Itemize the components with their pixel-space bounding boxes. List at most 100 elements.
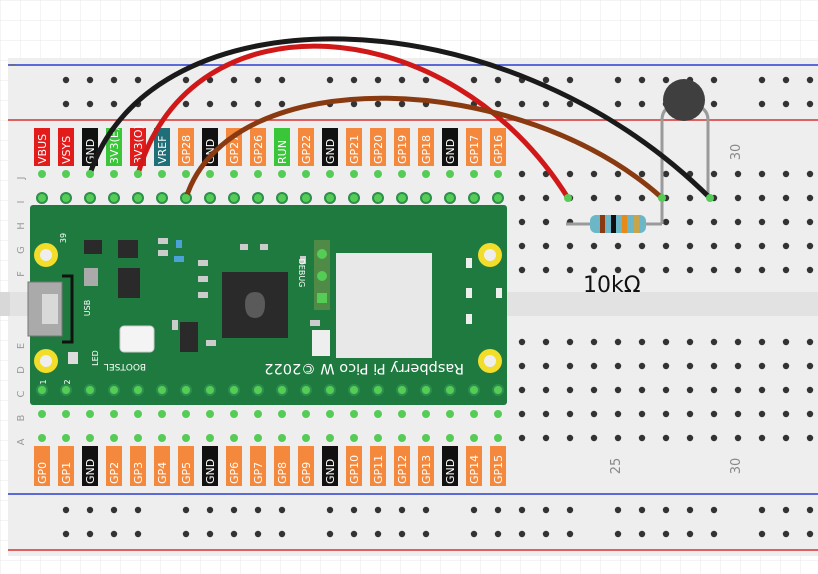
board-pad-hole bbox=[62, 194, 70, 202]
resistor-band-2 bbox=[611, 215, 616, 233]
pin-label-box bbox=[346, 128, 362, 166]
wireless-module bbox=[336, 253, 432, 358]
pin-label: VBUS bbox=[36, 134, 49, 164]
breadboard-hole bbox=[518, 410, 526, 418]
breadboard-hole bbox=[782, 410, 790, 418]
board-pad-hole bbox=[38, 386, 46, 394]
breadboard-hole bbox=[662, 410, 670, 418]
pin-label-box bbox=[466, 446, 482, 486]
breadboard-hole bbox=[590, 194, 598, 202]
pin-label: GP22 bbox=[300, 135, 313, 164]
pin-label-box bbox=[394, 446, 410, 486]
breadboard-hole bbox=[758, 410, 766, 418]
pin-label-box bbox=[274, 446, 290, 486]
breadboard-hole bbox=[638, 386, 646, 394]
pin-label: GP17 bbox=[468, 135, 481, 164]
pin-label-box bbox=[82, 446, 98, 486]
board-pad-hole bbox=[158, 386, 166, 394]
breadboard-hole bbox=[686, 266, 694, 274]
breadboard-hole bbox=[614, 434, 622, 442]
breadboard-hole bbox=[566, 386, 574, 394]
pin-label-box bbox=[250, 128, 266, 166]
rail-hole bbox=[686, 530, 694, 538]
rail-hole bbox=[134, 76, 142, 84]
breadboard-hole bbox=[446, 434, 454, 442]
wire-start-red bbox=[134, 170, 142, 178]
rail-hole bbox=[806, 530, 814, 538]
rail-hole bbox=[662, 76, 670, 84]
pin-label: GP10 bbox=[348, 455, 361, 484]
rail-hole bbox=[782, 100, 790, 108]
rail-hole bbox=[254, 100, 262, 108]
rail-hole bbox=[614, 100, 622, 108]
wire-end-black bbox=[706, 194, 714, 202]
rail-hole bbox=[638, 530, 646, 538]
module-pad-3 bbox=[466, 314, 472, 324]
board-pad-hole bbox=[422, 386, 430, 394]
breadboard-hole bbox=[86, 410, 94, 418]
breadboard-hole bbox=[206, 434, 214, 442]
debug-connector bbox=[312, 330, 330, 356]
rail-hole bbox=[110, 76, 118, 84]
breadboard-hole bbox=[326, 410, 334, 418]
rail-hole bbox=[254, 506, 262, 514]
breadboard-hole bbox=[686, 218, 694, 226]
breadboard-hole bbox=[350, 434, 358, 442]
breadboard-hole bbox=[518, 338, 526, 346]
board-pad-hole bbox=[398, 386, 406, 394]
rail-hole bbox=[494, 530, 502, 538]
breadboard-hole bbox=[566, 410, 574, 418]
breadboard-hole bbox=[638, 362, 646, 370]
breadboard-hole bbox=[494, 410, 502, 418]
resistor-label: 10kΩ bbox=[583, 273, 641, 298]
pin-label-box bbox=[82, 128, 98, 166]
breadboard-left-notch bbox=[0, 292, 10, 316]
module-pad-2 bbox=[466, 288, 472, 298]
rail-hole bbox=[542, 100, 550, 108]
rail-hole bbox=[758, 506, 766, 514]
rail-hole bbox=[134, 506, 142, 514]
row-letter: A bbox=[16, 438, 27, 445]
pin-label: GP2 bbox=[108, 462, 121, 484]
breadboard-hole bbox=[662, 386, 670, 394]
breadboard-hole bbox=[590, 386, 598, 394]
pin-label: GND bbox=[84, 459, 97, 484]
rail-hole bbox=[566, 100, 574, 108]
pin-label: GP12 bbox=[396, 455, 409, 484]
breadboard-hole bbox=[758, 362, 766, 370]
pin-label-box bbox=[154, 128, 170, 166]
pin-label-box bbox=[226, 446, 242, 486]
pico-edge-pads bbox=[36, 192, 504, 396]
rail-hole bbox=[566, 530, 574, 538]
board-pad-hole bbox=[446, 194, 454, 202]
breadboard-hole bbox=[662, 218, 670, 226]
breadboard-hole bbox=[758, 242, 766, 250]
rail-hole bbox=[374, 76, 382, 84]
breadboard-hole bbox=[734, 410, 742, 418]
breadboard-hole bbox=[278, 434, 286, 442]
breadboard-hole bbox=[662, 170, 670, 178]
rail-hole bbox=[398, 530, 406, 538]
breadboard-hole bbox=[518, 218, 526, 226]
breadboard-hole bbox=[806, 410, 814, 418]
breadboard-hole bbox=[710, 410, 718, 418]
breadboard-hole bbox=[758, 338, 766, 346]
breadboard-hole bbox=[62, 434, 70, 442]
rail-hole bbox=[782, 530, 790, 538]
pin-label-box bbox=[322, 128, 338, 166]
breadboard-hole bbox=[782, 338, 790, 346]
pin-label: RUN bbox=[276, 140, 289, 164]
thermistor bbox=[660, 79, 710, 224]
capacitor-3 bbox=[176, 240, 182, 248]
rail-hole bbox=[62, 100, 70, 108]
pin2-label: 2 bbox=[63, 379, 72, 384]
breadboard-hole bbox=[590, 266, 598, 274]
mount-hole-bottom-right-inner bbox=[484, 355, 496, 367]
board-pad-hole bbox=[62, 386, 70, 394]
breadboard-hole bbox=[758, 218, 766, 226]
breadboard-hole bbox=[542, 242, 550, 250]
pin-label-box bbox=[394, 128, 410, 166]
breadboard-hole bbox=[542, 218, 550, 226]
module-pad-1 bbox=[466, 258, 472, 268]
